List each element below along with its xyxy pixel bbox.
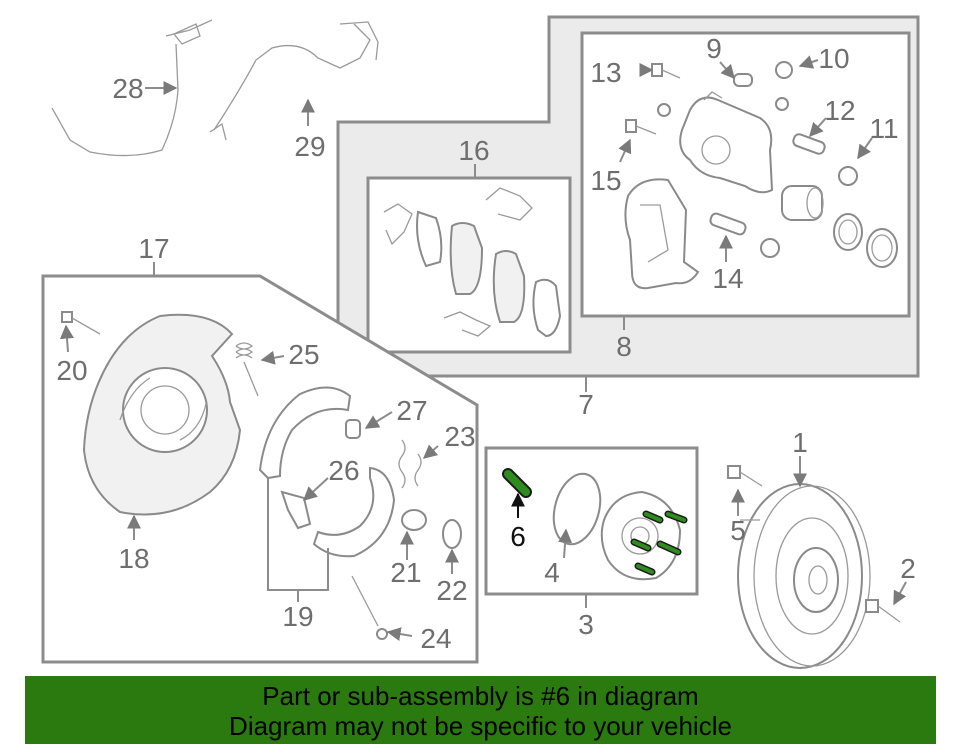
- callout-25: 25: [288, 339, 319, 370]
- callout-3: 3: [578, 609, 594, 640]
- callout-4: 4: [544, 557, 560, 588]
- callout-13: 13: [590, 57, 621, 88]
- callout-11: 11: [869, 113, 898, 144]
- callout-28: 28: [112, 73, 143, 104]
- callout-15: 15: [590, 165, 621, 196]
- brake-rotor: [727, 465, 901, 669]
- callout-24: 24: [420, 623, 451, 654]
- callout-16: 16: [458, 135, 489, 166]
- callout-1: 1: [792, 427, 808, 458]
- callout-10: 10: [818, 43, 849, 74]
- caliper-assembly-group: [336, 15, 920, 378]
- callout-12: 12: [824, 95, 855, 126]
- banner-line-1: Part or sub-assembly is #6 in diagram: [262, 681, 699, 711]
- wheel-speed-sensors: [51, 19, 379, 157]
- callout-14: 14: [712, 263, 743, 294]
- callout-5: 5: [730, 515, 746, 546]
- callout-7: 7: [578, 389, 594, 420]
- highlighted-part-6: [502, 468, 688, 576]
- callout-8: 8: [616, 331, 632, 362]
- callout-6: 6: [510, 521, 526, 552]
- callout-9: 9: [706, 33, 722, 64]
- parking-brake-group: [41, 274, 479, 664]
- banner-line-2: Diagram may not be specific to your vehi…: [229, 711, 732, 741]
- callout-29: 29: [294, 131, 325, 162]
- callout-numbers: 1 2 3 4 5 6 7 8 9 10 11 12 13 14 15 16 1…: [56, 33, 915, 654]
- callout-23: 23: [444, 421, 475, 452]
- callout-17: 17: [138, 233, 169, 264]
- callout-22: 22: [436, 575, 467, 606]
- callout-18: 18: [118, 543, 149, 574]
- callout-20: 20: [56, 355, 87, 386]
- callout-26: 26: [328, 455, 359, 486]
- info-banner: Part or sub-assembly is #6 in diagram Di…: [25, 676, 936, 744]
- callout-27: 27: [396, 395, 427, 426]
- callout-leaders: [59, 55, 907, 641]
- callout-19: 19: [282, 601, 313, 632]
- callout-2: 2: [900, 553, 916, 584]
- callout-21: 21: [390, 557, 421, 588]
